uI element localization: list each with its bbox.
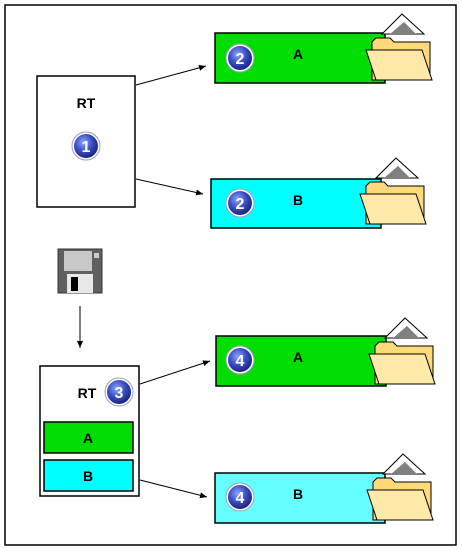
arrow-rt-to-target-1 xyxy=(135,64,207,86)
rt-slot-b xyxy=(43,459,134,492)
step-badge-2b-number: 2 xyxy=(236,196,245,213)
floppy-disk-icon xyxy=(57,248,103,294)
target-box-2: 2 B xyxy=(210,157,427,229)
step-badge-4: 4 xyxy=(225,345,255,375)
step-badge-3: 3 xyxy=(104,377,134,407)
step-badge-1-number: 1 xyxy=(82,139,91,156)
step-badge-3-number: 3 xyxy=(115,385,124,402)
arrow-rt-to-target-2 xyxy=(135,178,204,196)
target-box-4: 4 B xyxy=(214,453,434,524)
rt-box-top-label: RT xyxy=(77,95,96,111)
rt-box-bottom-label: RT xyxy=(78,385,97,401)
rt-box-bottom: RT 3 A B xyxy=(39,365,140,497)
rt-slot-a-label: A xyxy=(83,430,93,446)
target-box-3: 4 A xyxy=(215,317,436,387)
target-box-1-label: A xyxy=(293,46,303,62)
step-badge-1: 1 xyxy=(71,131,101,161)
arrow-rt-to-target-3 xyxy=(139,360,211,385)
step-badge-4b-number: 4 xyxy=(236,490,245,507)
target-box-4-label: B xyxy=(293,486,303,502)
rt-slot-b-label: B xyxy=(83,468,93,484)
target-box-1: 2 A xyxy=(214,13,433,84)
target-box-3-label: A xyxy=(293,349,303,365)
step-badge-4b: 4 xyxy=(225,482,255,512)
step-badge-2: 2 xyxy=(225,43,255,73)
step-badge-4-number: 4 xyxy=(236,353,245,370)
step-badge-2-number: 2 xyxy=(236,51,245,68)
step-badge-2b: 2 xyxy=(225,188,255,218)
rt-slot-a xyxy=(43,421,134,454)
target-box-2-label: B xyxy=(293,192,303,208)
rt-box-top: RT 1 xyxy=(36,75,136,208)
arrow-rt-to-target-4 xyxy=(139,479,208,499)
